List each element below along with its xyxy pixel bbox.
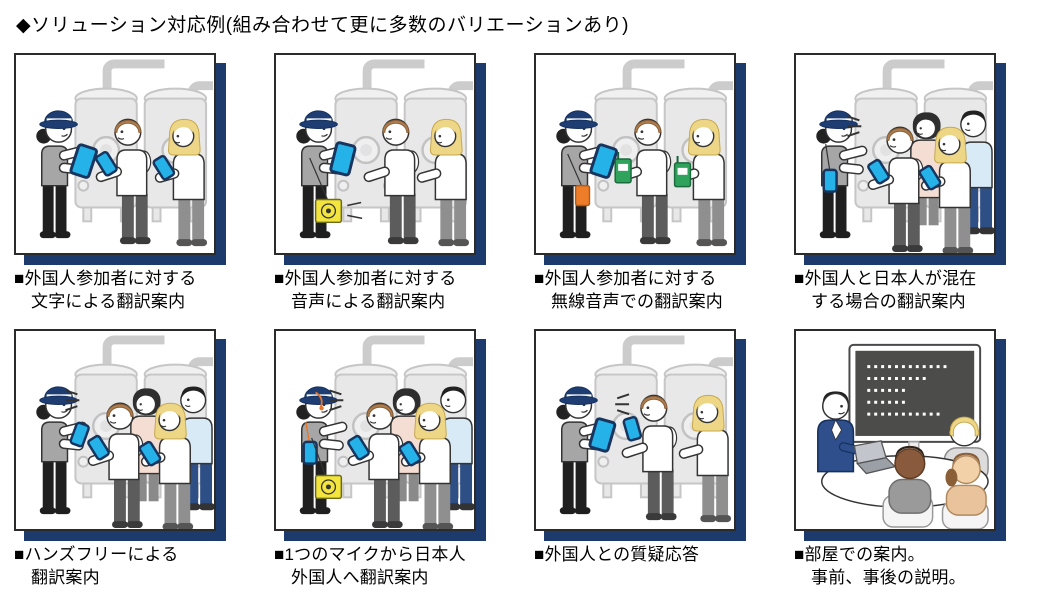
caption-line2: 音声による翻訳案内 — [291, 292, 446, 311]
caption-line1: ■外国人との質疑応答 — [534, 545, 700, 564]
caption-line1: ■ハンズフリーによる — [14, 545, 179, 564]
panels-grid: ■外国人参加者に対する 文字による翻訳案内 ■外国人参加者に対する — [14, 53, 1040, 589]
panel-caption: ■外国人参加者に対する 無線音声での翻訳案内 — [534, 267, 794, 313]
panel-room-briefing: ■部屋での案内。 事前、事後の説明。 — [794, 329, 1040, 589]
caption-line2: 文字による翻訳案内 — [31, 292, 186, 311]
illustration-meeting-room-presentation — [817, 343, 989, 529]
panel-text-translation: ■外国人参加者に対する 文字による翻訳案内 — [14, 53, 274, 313]
attendee-ponytail-back — [941, 452, 989, 529]
panel-caption: ■外国人参加者に対する 文字による翻訳案内 — [14, 267, 274, 313]
figure-page: ◆ソリューション対応例(組み合わせて更に多数のバリエーションあり) ■外国人参加… — [14, 15, 1040, 589]
panel-wireless-translation: ■外国人参加者に対する 無線音声での翻訳案内 — [534, 53, 794, 313]
caption-line2: 無線音声での翻訳案内 — [551, 292, 723, 311]
caption-line1: ■外国人と日本人が混在 — [794, 269, 977, 288]
panel-qa-session: ■外国人との質疑応答 — [534, 329, 794, 589]
caption-line1: ■外国人参加者に対する — [274, 269, 457, 288]
panel-caption: ■ハンズフリーによる 翻訳案内 — [14, 543, 274, 589]
panel-caption: ■部屋での案内。 事前、事後の説明。 — [794, 543, 1040, 589]
caption-line1: ■外国人参加者に対する — [534, 269, 717, 288]
panel-caption: ■1つのマイクから日本人 外国人へ翻訳案内 — [274, 543, 534, 589]
panel-caption: ■外国人参加者に対する 音声による翻訳案内 — [274, 267, 534, 313]
illustration-guide-handsfree-crowd-phones — [34, 331, 214, 529]
panel-handsfree-translation: ■ハンズフリーによる 翻訳案内 — [14, 329, 274, 589]
illustration-guide-headset-speaker-crowd — [294, 331, 474, 529]
illustration-guide-tablet-visitors-phones — [34, 55, 214, 247]
panel-caption: ■外国人と日本人が混在 する場合の翻訳案内 — [794, 267, 1040, 313]
panel-one-mic-translation: ■1つのマイクから日本人 外国人へ翻訳案内 — [274, 329, 534, 589]
caption-line1: ■1つのマイクから日本人 — [274, 545, 466, 564]
laptop — [853, 440, 897, 475]
caption-line2: 外国人へ翻訳案内 — [291, 568, 429, 587]
attendee-dark-skin-back — [882, 445, 934, 528]
figure-title: ◆ソリューション対応例(組み合わせて更に多数のバリエーションあり) — [16, 15, 630, 36]
caption-line2: 事前、事後の説明。 — [811, 568, 966, 587]
illustration-guide-speaks-mixed-group — [814, 55, 994, 253]
caption-line1: ■外国人参加者に対する — [14, 269, 197, 288]
panel-mixed-group-translation: ■外国人と日本人が混在 する場合の翻訳案内 — [794, 53, 1040, 313]
caption-line2: 翻訳案内 — [31, 568, 100, 587]
caption-line2: する場合の翻訳案内 — [811, 292, 966, 311]
panel-caption: ■外国人との質疑応答 — [534, 543, 794, 566]
presenter-suit — [817, 391, 866, 473]
illustration-guide-speaker-visitors-listen — [294, 55, 474, 247]
caption-line1: ■部屋での案内。 — [794, 545, 925, 564]
illustration-visitor-speaks-phone-guide-tablet — [554, 331, 734, 523]
illustration-guide-transmitter-visitors-radios — [554, 55, 734, 247]
panel-voice-translation: ■外国人参加者に対する 音声による翻訳案内 — [274, 53, 534, 313]
